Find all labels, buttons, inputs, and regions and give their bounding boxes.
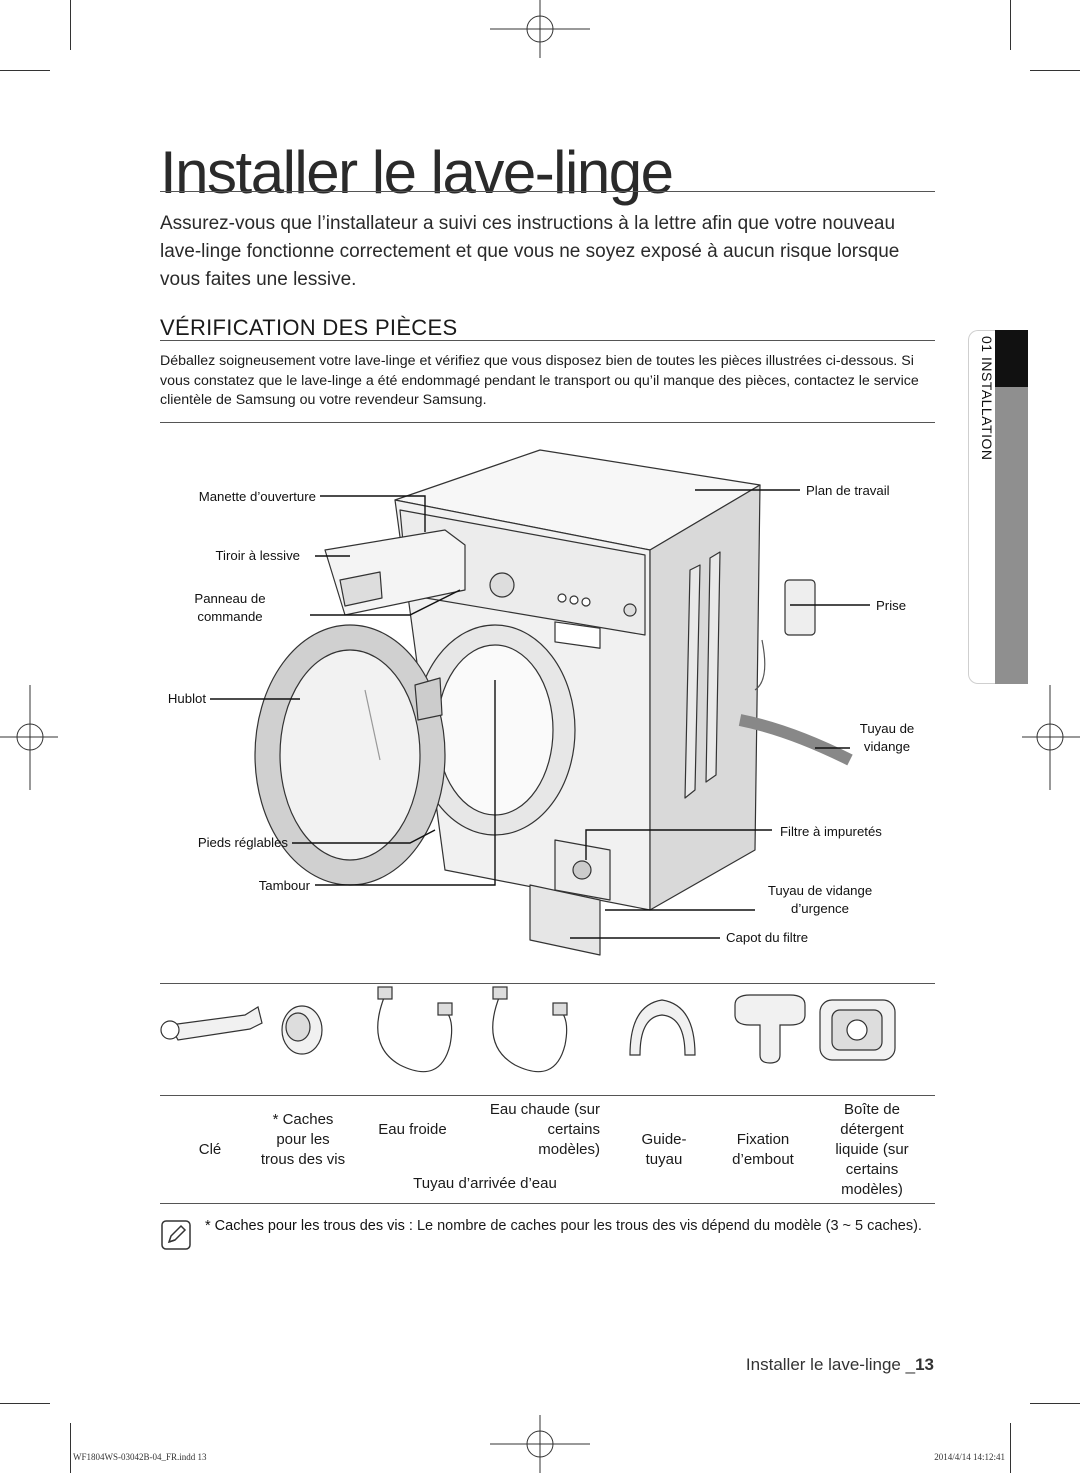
washing-machine-illustration	[210, 449, 870, 956]
label-tuyau-urgence: Tuyau de vidange d’urgence	[767, 883, 873, 916]
note-body: Le nombre de caches pour les trous des v…	[412, 1218, 922, 1234]
wrench-icon	[160, 1006, 263, 1041]
intro-paragraph: Assurez-vous que l’installateur a suivi …	[160, 213, 900, 290]
liquid-detergent-box-icon	[819, 999, 896, 1061]
cold-water-hose-icon	[377, 986, 453, 1073]
plug	[784, 579, 816, 636]
machine-side	[649, 484, 761, 911]
side-tab-gray	[995, 387, 1028, 684]
side-tab-label: 01 INSTALLATION	[979, 336, 995, 461]
note-icon	[161, 1220, 191, 1250]
label-filtre: Filtre à impuretés	[780, 824, 882, 839]
hot-water-hose-icon	[492, 986, 568, 1073]
part-eau-froide: Eau froide	[378, 1121, 447, 1138]
diagram-rule	[160, 422, 935, 423]
label-hublot: Hublot	[167, 691, 206, 706]
part-caches: * Caches pour les trous des vis	[260, 1111, 346, 1168]
parts-mid-rule	[160, 1095, 935, 1096]
label-panneau: Panneau de commande	[194, 591, 266, 624]
part-guide: Guide-tuyau	[641, 1131, 687, 1168]
label-capot: Capot du filtre	[726, 930, 809, 945]
parts-bot-rule	[160, 1203, 935, 1204]
footer-page-title: Installer le lave-linge _13	[746, 1355, 934, 1375]
screw-cap-icon	[281, 1005, 323, 1055]
part-eau-chaude: Eau chaude (sur certains modèles)	[489, 1101, 600, 1158]
part-fixation: Fixation d’embout	[732, 1131, 794, 1168]
elbow-fixture-icon	[734, 994, 806, 1064]
part-tuyau-arrivee: Tuyau d’arrivée d’eau	[413, 1175, 557, 1192]
file-info: WF1804WS-03042B-04_FR.indd 13	[73, 1452, 207, 1462]
part-cle: Clé	[198, 1141, 222, 1158]
page-number: 13	[915, 1355, 934, 1374]
label-tiroir: Tiroir à lessive	[215, 548, 300, 563]
note-bold: * Caches pour les trous des vis :	[205, 1218, 413, 1234]
section-rule	[160, 340, 935, 341]
drain-hose	[738, 714, 853, 766]
page-title: Installer le lave-linge	[160, 139, 674, 206]
parts-top-rule	[160, 983, 935, 984]
print-datetime: 2014/4/14 14:12:41	[934, 1452, 1005, 1462]
parts-illustrations	[160, 986, 896, 1073]
label-tambour: Tambour	[258, 878, 310, 893]
side-tab-black	[995, 330, 1028, 387]
label-manette: Manette d’ouverture	[198, 489, 316, 504]
label-pieds: Pieds réglables	[197, 835, 288, 850]
hose-guide-icon	[629, 999, 696, 1056]
label-plan: Plan de travail	[806, 483, 890, 498]
side-tab	[968, 330, 995, 684]
label-tuyau-vidange: Tuyau de vidange	[859, 721, 915, 754]
label-prise: Prise	[876, 598, 907, 613]
note-text: * Caches pour les trous des vis : Le nom…	[205, 1216, 940, 1236]
section-heading: VÉRIFICATION DES PIÈCES	[160, 315, 458, 340]
part-boite: Boîte de détergent liquide (sur certains…	[835, 1101, 909, 1198]
footer-title-text: Installer le lave-linge _	[745, 1355, 916, 1374]
section-body: Déballez soigneusement votre lave-linge …	[160, 353, 919, 408]
title-rule	[160, 191, 935, 192]
